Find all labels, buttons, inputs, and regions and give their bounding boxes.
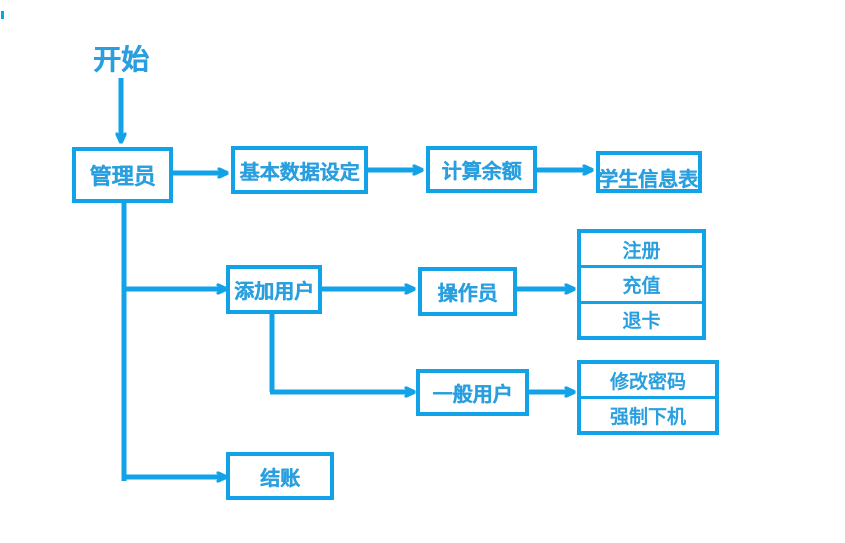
node-student-info-label: 学生信息表 xyxy=(598,166,698,191)
stack-row-change-password[interactable]: 修改密码 xyxy=(581,364,715,399)
node-general-user-label: 一般用户 xyxy=(432,382,513,406)
stack-row-recharge[interactable]: 充值 xyxy=(581,268,702,304)
start-label: 开始 xyxy=(93,43,150,76)
node-student-info[interactable]: 学生信息表 xyxy=(596,151,702,193)
operator-action-stack: 注册 充值 退卡 xyxy=(577,229,706,340)
node-operator-label: 操作员 xyxy=(437,281,498,305)
stray-mark-icon xyxy=(1,11,4,19)
node-calc-balance-label: 计算余额 xyxy=(441,159,522,183)
node-settle[interactable]: 结账 xyxy=(226,452,334,500)
node-admin[interactable]: 管理员 xyxy=(72,147,173,203)
general-user-action-stack: 修改密码 强制下机 xyxy=(577,360,719,435)
node-operator[interactable]: 操作员 xyxy=(418,267,517,316)
node-basic-data[interactable]: 基本数据设定 xyxy=(231,146,368,194)
node-basic-data-label: 基本数据设定 xyxy=(239,159,360,184)
node-add-user[interactable]: 添加用户 xyxy=(226,265,322,314)
node-admin-label: 管理员 xyxy=(89,165,156,190)
stack-row-register[interactable]: 注册 xyxy=(581,233,702,269)
stack-row-force-logout[interactable]: 强制下机 xyxy=(609,405,686,428)
stack-row-refund-card[interactable]: 退卡 xyxy=(622,310,661,333)
node-calc-balance[interactable]: 计算余额 xyxy=(426,146,537,193)
node-settle-label: 结账 xyxy=(260,465,300,490)
node-add-user-label: 添加用户 xyxy=(234,279,314,303)
node-general-user[interactable]: 一般用户 xyxy=(416,369,529,416)
